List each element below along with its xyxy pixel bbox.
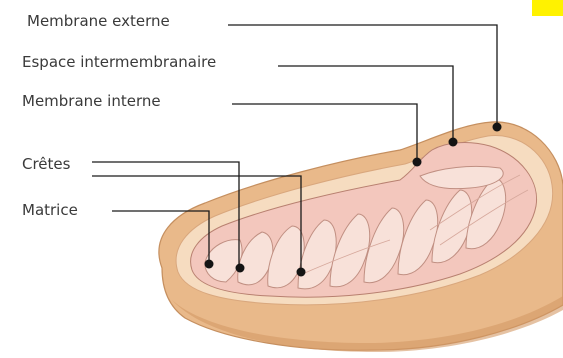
dot-cristae-2 [297, 268, 306, 277]
dot-cristae-1 [236, 264, 245, 273]
dot-matrix [205, 260, 214, 269]
leader-outer-membrane [228, 25, 497, 127]
label-intermembrane-space: Espace intermembranaire [22, 53, 216, 71]
label-cristae: Crêtes [22, 155, 71, 173]
dot-inner-membrane [413, 158, 422, 167]
highlight-mark [532, 0, 563, 16]
dot-intermembrane-space [449, 138, 458, 147]
label-outer-membrane: Membrane externe [27, 12, 170, 30]
label-matrix: Matrice [22, 201, 78, 219]
dot-outer-membrane [493, 123, 502, 132]
label-inner-membrane: Membrane interne [22, 92, 161, 110]
